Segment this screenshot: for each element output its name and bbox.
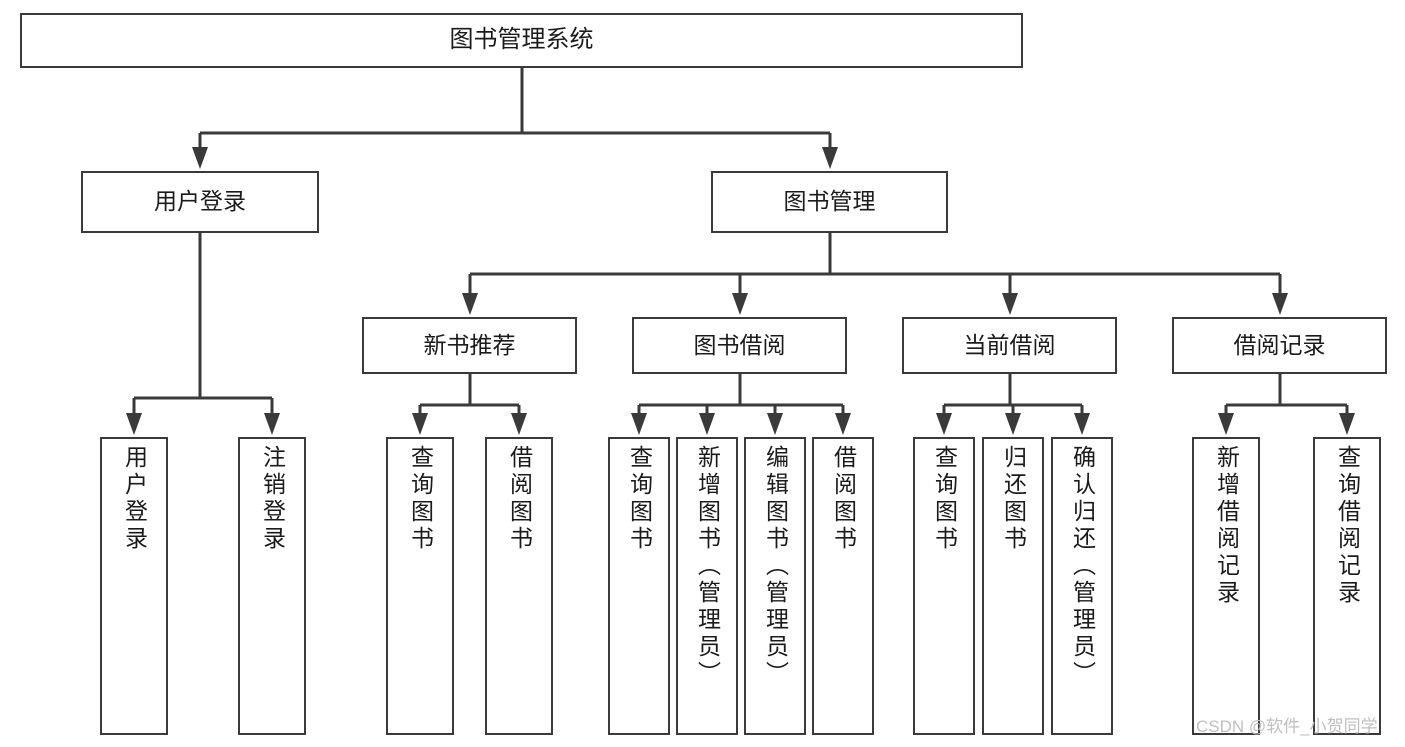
node-box-borrow-record[interactable]: 借阅记录 [1172,317,1387,374]
arrowhead-borrow-record [1272,293,1288,315]
node-label-leaf-query-book-3: 查询图书 [931,445,958,553]
node-label-leaf-logout: 注销登录 [259,445,286,553]
node-label-leaf-add-record: 新增借阅记录 [1213,445,1240,607]
node-box-new-book-rec[interactable]: 新书推荐 [362,317,577,374]
arrowhead-leaf-edit-book [767,413,783,435]
node-label-leaf-borrow-book-2: 借阅图书 [830,445,857,553]
node-box-book-manage[interactable]: 图书管理 [711,171,948,233]
node-box-user-login[interactable]: 用户登录 [81,171,319,233]
arrowhead-leaf-add-book [699,413,715,435]
node-box-book-borrow[interactable]: 图书借阅 [632,317,847,374]
arrowhead-book-borrow [732,293,748,315]
node-box-leaf-add-record[interactable]: 新增借阅记录 [1192,437,1260,735]
node-label-leaf-add-book: 新增图书（管理员） [694,445,721,688]
arrowhead-leaf-add-record [1218,413,1234,435]
node-box-leaf-edit-book[interactable]: 编辑图书（管理员） [744,437,806,735]
node-box-leaf-query-record[interactable]: 查询借阅记录 [1313,437,1381,735]
arrowhead-leaf-return-book [1005,413,1021,435]
arrowhead-leaf-user-login [126,413,142,435]
node-label-current-borrow: 当前借阅 [963,331,1056,358]
node-box-leaf-confirm-return[interactable]: 确认归还（管理员） [1051,437,1113,735]
node-box-root[interactable]: 图书管理系统 [20,13,1023,68]
arrowhead-leaf-borrow-book-1 [511,413,527,435]
node-box-leaf-query-book-3[interactable]: 查询图书 [913,437,975,735]
arrowhead-leaf-confirm-return [1074,413,1090,435]
node-box-leaf-logout[interactable]: 注销登录 [238,437,306,735]
arrowhead-leaf-logout [264,413,280,435]
node-label-leaf-query-book-1: 查询图书 [407,445,434,553]
arrowheads [126,147,1355,435]
node-label-root: 图书管理系统 [449,26,594,54]
node-label-leaf-query-book-2: 查询图书 [626,445,653,553]
arrowhead-current-borrow [1002,293,1018,315]
node-label-leaf-return-book: 归还图书 [1000,445,1027,553]
node-label-leaf-confirm-return: 确认归还（管理员） [1069,445,1096,688]
node-box-leaf-user-login[interactable]: 用户登录 [100,437,168,735]
node-label-new-book-rec: 新书推荐 [423,331,516,358]
arrowhead-user-login [192,147,208,169]
arrowhead-book-manage [822,147,838,169]
node-box-leaf-query-book-2[interactable]: 查询图书 [608,437,670,735]
node-label-book-manage: 图书管理 [783,188,876,215]
node-box-current-borrow[interactable]: 当前借阅 [902,317,1117,374]
arrowhead-leaf-query-record [1339,413,1355,435]
arrowhead-leaf-borrow-book-2 [835,413,851,435]
node-box-leaf-query-book-1[interactable]: 查询图书 [386,437,454,735]
node-label-leaf-user-login: 用户登录 [121,445,148,553]
node-label-borrow-record: 借阅记录 [1233,331,1326,358]
node-label-user-login: 用户登录 [154,188,246,215]
arrowhead-leaf-query-book-1 [412,413,428,435]
node-label-leaf-query-record: 查询借阅记录 [1334,445,1361,607]
node-box-leaf-return-book[interactable]: 归还图书 [982,437,1044,735]
node-label-leaf-borrow-book-1: 借阅图书 [506,445,533,553]
arrowhead-leaf-query-book-2 [631,413,647,435]
node-label-leaf-edit-book: 编辑图书（管理员） [762,445,789,688]
arrowhead-leaf-query-book-3 [936,413,952,435]
arrowhead-new-book-rec [462,293,478,315]
node-box-leaf-add-book[interactable]: 新增图书（管理员） [676,437,738,735]
node-box-leaf-borrow-book-1[interactable]: 借阅图书 [485,437,553,735]
node-box-leaf-borrow-book-2[interactable]: 借阅图书 [812,437,874,735]
node-label-book-borrow: 图书借阅 [693,331,786,358]
